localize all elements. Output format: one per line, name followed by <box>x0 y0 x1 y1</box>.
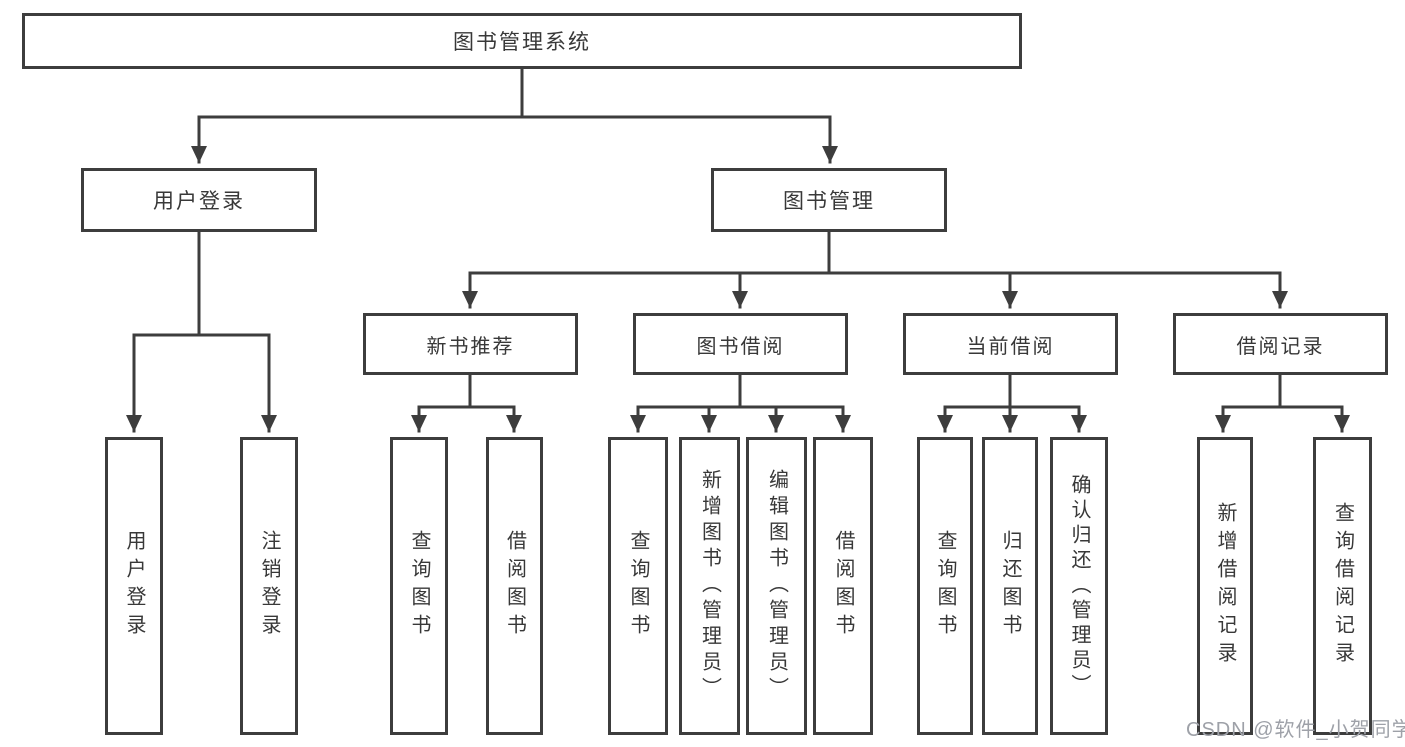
csdn-watermark: CSDN @软件_小贺同学 <box>1186 719 1405 741</box>
connector-borrow-to-query <box>630 373 742 433</box>
leaf-borrow-borrow-books-label: 借阅图书 <box>832 530 854 642</box>
leaf-borrow-query-books: 查询图书 <box>608 437 668 735</box>
node-root-label: 图书管理系统 <box>453 31 591 54</box>
connector-root-to-user-login <box>191 67 524 164</box>
leaf-recommend-query-books-label: 查询图书 <box>408 530 430 642</box>
leaf-query-borrow-record: 查询借阅记录 <box>1313 437 1372 735</box>
leaf-logout-login-label: 注销登录 <box>258 530 280 642</box>
connector-bookmgmt-to-current <box>827 271 1018 309</box>
leaf-borrow-query-books-label: 查询图书 <box>627 530 649 642</box>
leaf-query-borrow-record-label: 查询借阅记录 <box>1331 502 1354 670</box>
connector-root-to-book-management <box>520 115 838 164</box>
node-borrow-records-label: 借阅记录 <box>1236 335 1325 358</box>
connector-records-to-addrecord <box>1215 373 1282 433</box>
connector-bookmgmt-to-recommend <box>462 230 831 309</box>
connector-borrow-to-add <box>701 405 742 433</box>
leaf-add-books-admin-label: 新增图书（管理员） <box>698 469 721 703</box>
connector-current-to-query <box>937 373 1012 433</box>
leaf-edit-books-admin-label: 编辑图书（管理员） <box>765 469 788 703</box>
node-root: 图书管理系统 <box>22 13 1022 69</box>
leaf-add-borrow-record: 新增借阅记录 <box>1197 437 1253 735</box>
leaf-user-login-label: 用户登录 <box>123 530 145 642</box>
leaf-current-query-books-label: 查询图书 <box>934 530 956 642</box>
connector-userlogin-to-leaf-login <box>126 230 201 433</box>
connector-bookmgmt-to-borrow <box>732 271 831 309</box>
connector-current-to-confirm <box>1008 405 1087 433</box>
leaf-add-borrow-record-label: 新增借阅记录 <box>1214 502 1236 670</box>
leaf-recommend-borrow-books: 借阅图书 <box>486 437 543 735</box>
node-current-borrow: 当前借阅 <box>903 313 1118 375</box>
leaf-edit-books-admin: 编辑图书（管理员） <box>746 437 807 735</box>
node-book-management: 图书管理 <box>711 168 947 232</box>
leaf-add-books-admin: 新增图书（管理员） <box>679 437 740 735</box>
leaf-return-books-label: 归还图书 <box>999 530 1021 642</box>
connector-borrow-to-edit <box>738 405 784 433</box>
connector-bookmgmt-to-records <box>827 271 1288 309</box>
node-book-borrow-label: 图书借阅 <box>696 335 785 358</box>
node-user-login-label: 用户登录 <box>153 190 245 213</box>
leaf-recommend-borrow-books-label: 借阅图书 <box>503 530 526 642</box>
leaf-user-login: 用户登录 <box>105 437 163 735</box>
node-book-borrow: 图书借阅 <box>633 313 848 375</box>
node-new-book-recommend: 新书推荐 <box>363 313 578 375</box>
leaf-return-books: 归还图书 <box>982 437 1038 735</box>
leaf-logout-login: 注销登录 <box>240 437 298 735</box>
connector-borrow-to-borrowbook <box>738 405 851 433</box>
node-book-management-label: 图书管理 <box>783 190 875 213</box>
node-new-book-recommend-label: 新书推荐 <box>426 335 515 358</box>
leaf-current-query-books: 查询图书 <box>917 437 973 735</box>
leaf-borrow-borrow-books: 借阅图书 <box>813 437 873 735</box>
node-borrow-records: 借阅记录 <box>1173 313 1388 375</box>
node-user-login: 用户登录 <box>81 168 317 232</box>
connector-userlogin-to-leaf-logout <box>197 333 277 433</box>
node-current-borrow-label: 当前借阅 <box>966 335 1055 358</box>
leaf-confirm-return-admin-label: 确认归还（管理员） <box>1068 473 1090 699</box>
leaf-recommend-query-books: 查询图书 <box>390 437 448 735</box>
connector-recommend-to-query <box>411 373 472 433</box>
connector-records-to-queryrecord <box>1278 405 1350 433</box>
connector-recommend-to-borrowbook <box>468 405 522 433</box>
leaf-confirm-return-admin: 确认归还（管理员） <box>1050 437 1108 735</box>
